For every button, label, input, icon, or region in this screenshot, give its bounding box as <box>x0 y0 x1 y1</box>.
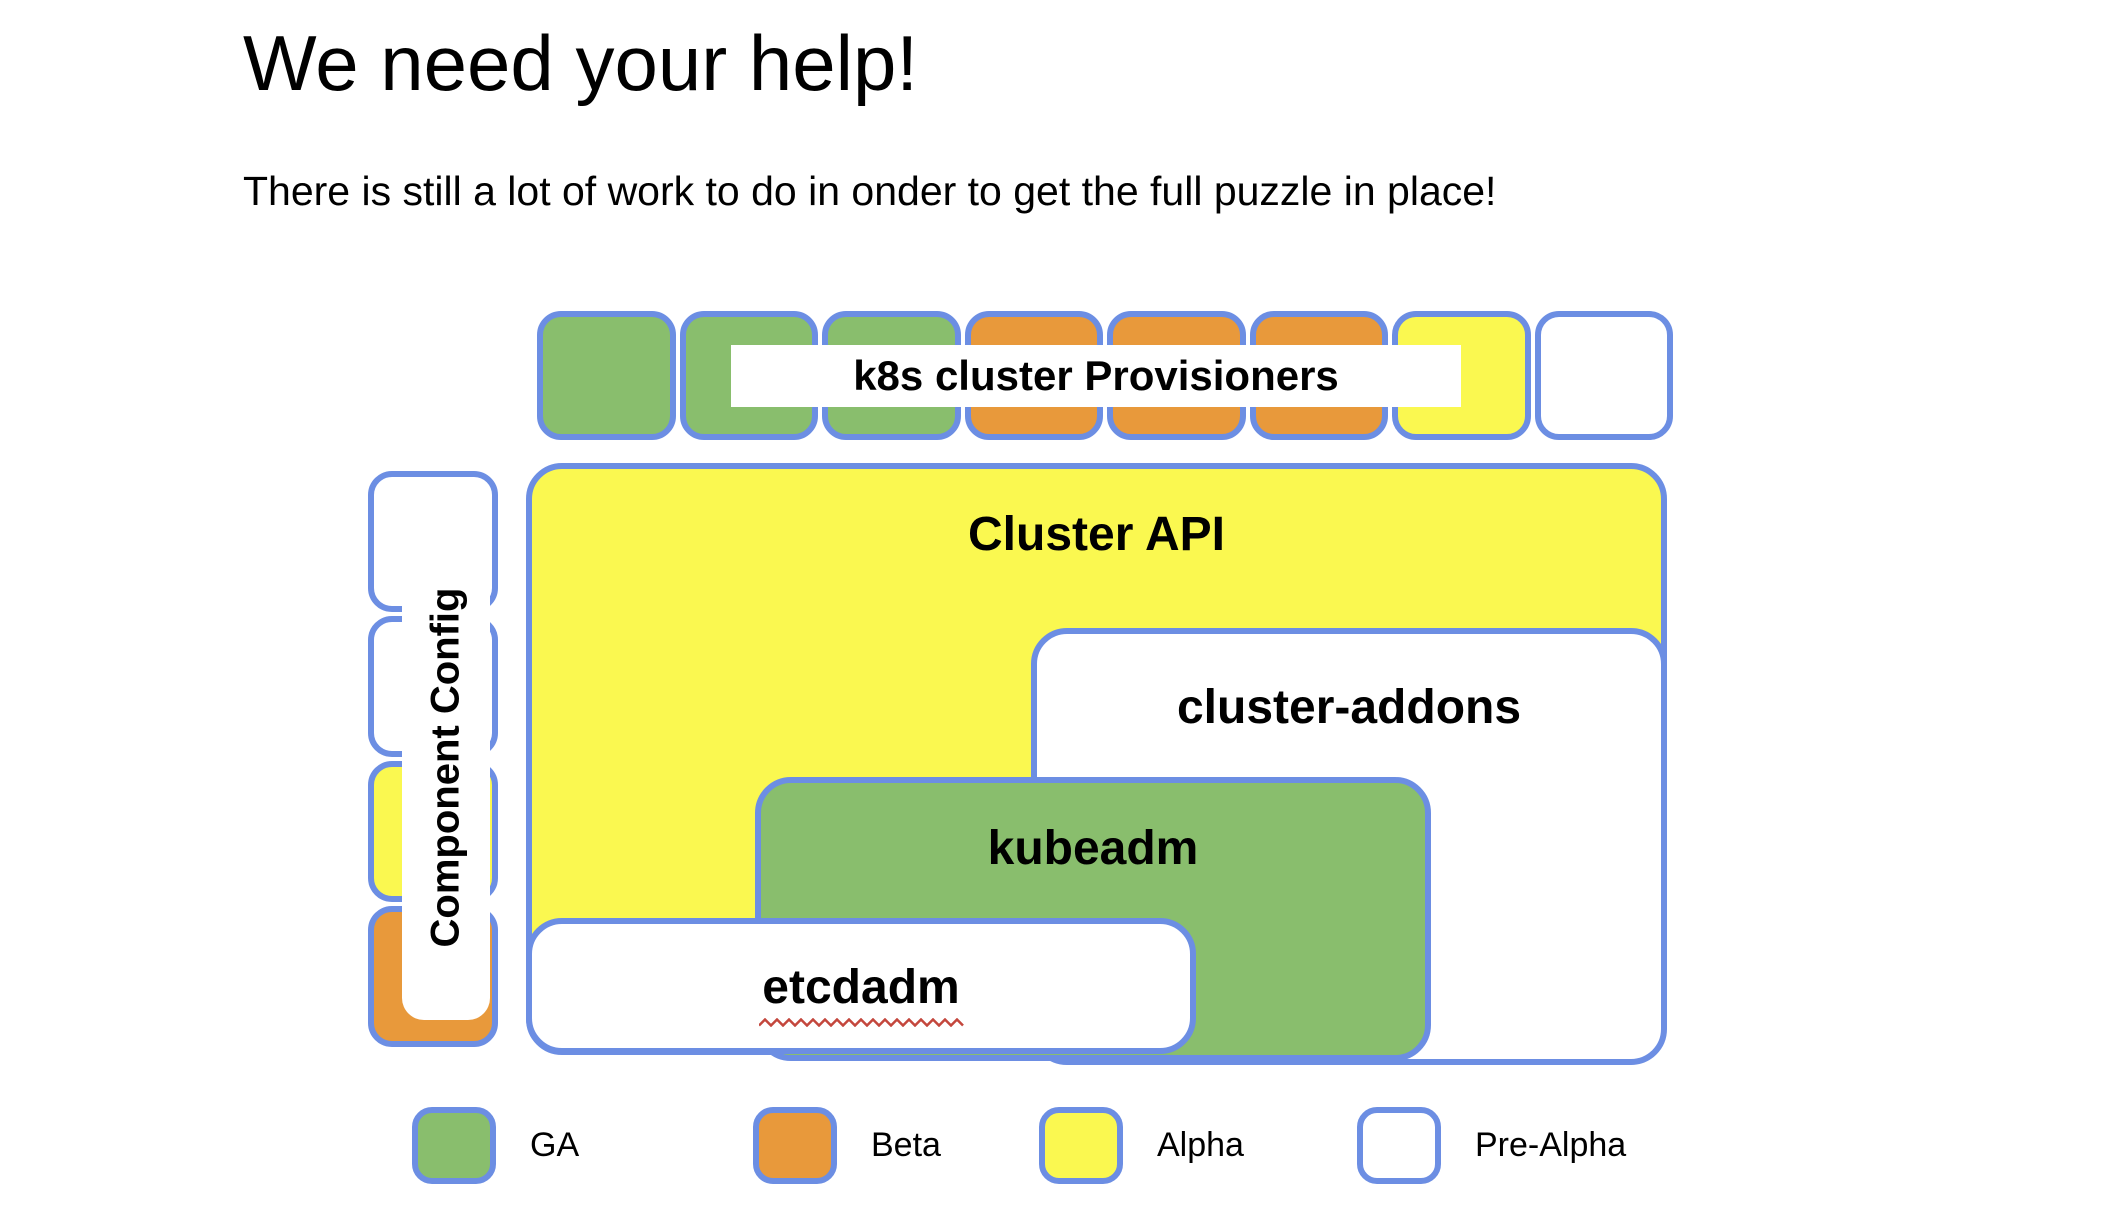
provisioner-piece-prealpha <box>1534 311 1673 440</box>
legend-swatch-ga <box>412 1107 496 1184</box>
component-config-label: Component Config <box>402 515 490 1020</box>
etcdadm-box: etcdadm <box>526 918 1196 1054</box>
legend-label-beta: Beta <box>871 1126 941 1164</box>
etcdadm-spellcheck-squiggle <box>532 1018 1190 1027</box>
legend-swatch-prealpha <box>1357 1107 1441 1184</box>
legend-swatch-alpha <box>1039 1107 1123 1184</box>
etcdadm-label: etcdadm <box>762 961 960 1014</box>
provisioner-piece-ga <box>537 311 676 440</box>
kubeadm-label: kubeadm <box>987 822 1199 875</box>
legend-label-alpha: Alpha <box>1157 1126 1244 1164</box>
slide-subtitle: There is still a lot of work to do in on… <box>243 168 1497 214</box>
squiggle-underline-icon <box>758 1018 964 1027</box>
cluster-api-label: Cluster API <box>968 508 1225 561</box>
legend-item-ga: GA <box>412 1107 579 1184</box>
component-config-label-text: Component Config <box>423 587 468 948</box>
cluster-addons-label: cluster-addons <box>1176 681 1522 734</box>
legend-item-alpha: Alpha <box>1039 1107 1244 1184</box>
legend-label-prealpha: Pre-Alpha <box>1475 1126 1627 1164</box>
legend-item-prealpha: Pre-Alpha <box>1357 1107 1626 1184</box>
legend-swatch-beta <box>753 1107 837 1184</box>
legend-label-ga: GA <box>530 1126 580 1164</box>
legend-item-beta: Beta <box>753 1107 941 1184</box>
slide-title: We need your help! <box>243 19 918 107</box>
provisioners-label: k8s cluster Provisioners <box>731 345 1461 407</box>
